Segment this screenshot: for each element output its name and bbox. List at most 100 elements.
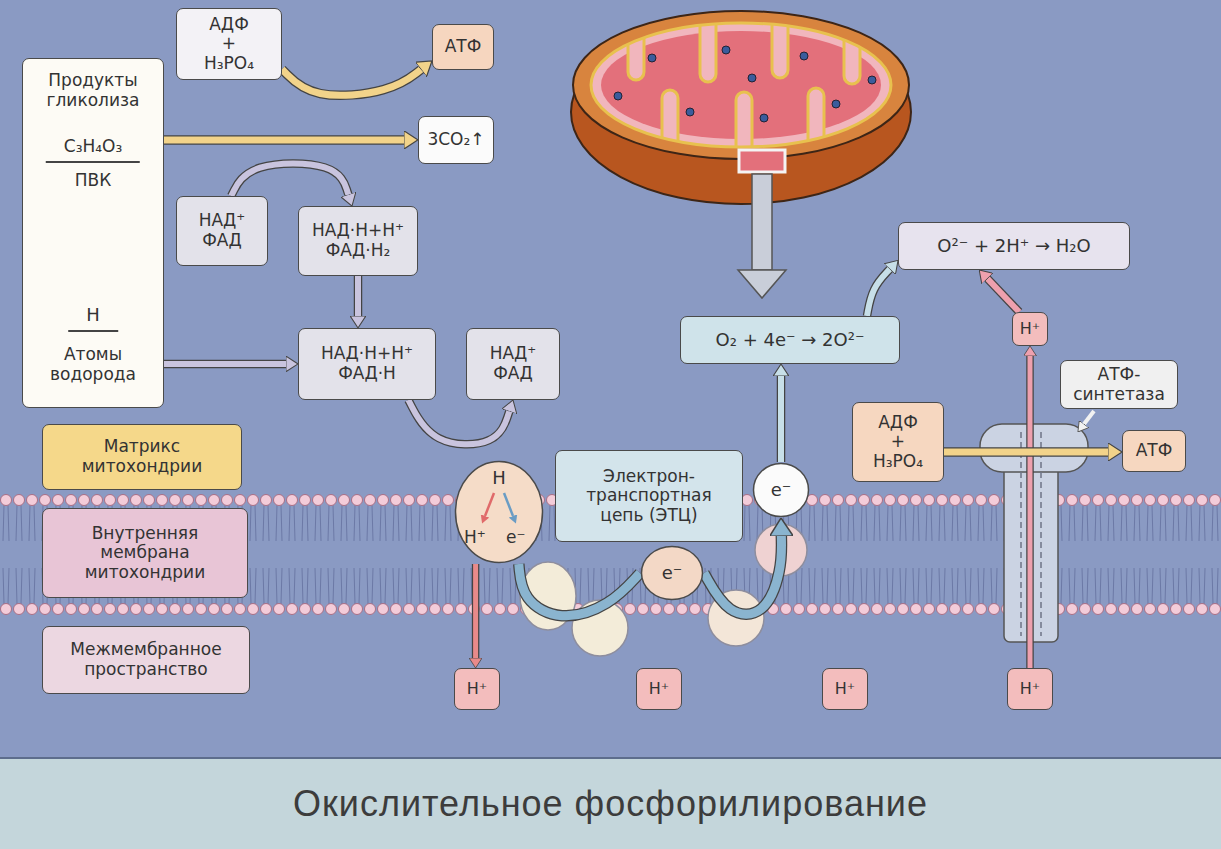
lipid-tails — [1173, 505, 1179, 604]
node-text: e⁻ — [506, 528, 525, 548]
granule — [686, 108, 694, 116]
lipid-head — [430, 495, 441, 506]
lipid-tails — [380, 505, 386, 604]
lipid-head — [482, 604, 493, 615]
lipid-head — [66, 495, 77, 506]
caption-band: Окислительное фосфорилирование — [0, 757, 1221, 849]
mito-interior — [591, 10, 891, 172]
connector — [944, 449, 1108, 456]
lipid-head — [846, 495, 857, 506]
lipid-head — [1145, 604, 1156, 615]
caption: Окислительное фосфорилирование — [293, 783, 928, 825]
mito-body — [571, 20, 911, 204]
lipid-tails — [1069, 505, 1075, 604]
lipid-head — [300, 604, 311, 615]
connector-outline — [164, 360, 286, 369]
node-text: e⁻ — [662, 563, 683, 584]
lipid-head — [1132, 604, 1143, 615]
lipid-tails — [1186, 505, 1192, 604]
lipid-head — [235, 604, 246, 615]
lipid-head — [1093, 495, 1104, 506]
node-text: АТФ — [445, 37, 482, 57]
node-text: H⁺ — [1020, 320, 1040, 338]
lipid-head — [898, 604, 909, 615]
lipid-head — [833, 604, 844, 615]
lipid-head — [417, 604, 428, 615]
lipid-tails — [1108, 505, 1114, 604]
lipid-head — [651, 604, 662, 615]
lipid-tails — [1212, 505, 1218, 604]
lipid-tails — [302, 505, 308, 604]
lipid-head — [1158, 495, 1169, 506]
lipid-tails — [874, 505, 880, 604]
node-text: НАД⁺ ФАД — [199, 211, 246, 250]
lipid-head — [14, 495, 25, 506]
lipid-tails — [744, 505, 750, 604]
connector-outline — [282, 69, 421, 95]
node-text: H⁺ — [1020, 680, 1040, 698]
enzyme-label-box: АТФ- синтетаза — [1060, 360, 1178, 409]
lipid-head — [625, 604, 636, 615]
lipid-head — [53, 604, 64, 615]
lipid-head — [144, 604, 155, 615]
lipid-head — [781, 604, 792, 615]
lipid-tails — [952, 505, 958, 604]
lipid-head — [833, 495, 844, 506]
lipid-head — [1171, 604, 1182, 615]
granule — [748, 74, 756, 82]
lipid-head — [1080, 495, 1091, 506]
connector-outline — [777, 376, 786, 462]
circle-outline — [754, 464, 809, 517]
connector-outline — [867, 269, 890, 316]
node-text: АТФ- синтетаза — [1073, 365, 1165, 404]
lipid-head — [365, 495, 376, 506]
lipid-head — [1197, 604, 1208, 615]
lipid-head — [443, 604, 454, 615]
lipid-head — [14, 604, 25, 615]
node-text: АДФ + H₃PO₄ — [873, 413, 923, 472]
chain-label-box: Электрон- транспортная цепь (ЭТЦ) — [555, 450, 743, 542]
lipid-head — [937, 495, 948, 506]
lipid-head — [872, 604, 883, 615]
lipid-head — [131, 495, 142, 506]
lipid-head — [326, 604, 337, 615]
lipid-head — [1119, 604, 1130, 615]
node-text: Межмембранное пространство — [70, 640, 221, 679]
lipid-head — [859, 495, 870, 506]
lipid-head — [963, 495, 974, 506]
lipid-head — [911, 604, 922, 615]
lipid-head — [859, 604, 870, 615]
zoom-arrow — [738, 174, 786, 298]
lipid-head — [222, 495, 233, 506]
lipid-tails — [1147, 505, 1153, 604]
connector — [231, 163, 348, 196]
zoom-arrow-stem — [752, 174, 772, 270]
connector-outline — [354, 276, 363, 316]
lipid-tails — [1160, 505, 1166, 604]
lipid-head — [313, 495, 324, 506]
lipid-head — [1080, 604, 1091, 615]
lipid-head — [1184, 495, 1195, 506]
lipid-head — [365, 604, 376, 615]
connector-outline — [704, 536, 782, 614]
synthase-channel — [1040, 432, 1042, 636]
node-text: Матрикс митохондрии — [82, 437, 202, 476]
product-box: АТФ — [1122, 430, 1186, 472]
lipid-tails — [1095, 505, 1101, 604]
lipid-head — [352, 495, 363, 506]
connector-outline — [519, 564, 640, 616]
lipid-tails — [978, 505, 984, 604]
node-text: Продукты гликолиза — [47, 71, 140, 110]
lipid-head — [326, 495, 337, 506]
connector — [473, 564, 478, 658]
proton-box: H⁺ — [822, 668, 868, 710]
crista — [772, 10, 788, 78]
connector — [519, 564, 640, 616]
granule — [648, 54, 656, 62]
lipid-head — [794, 604, 805, 615]
lipid-head — [976, 604, 987, 615]
connector-group — [867, 269, 890, 316]
connector-group — [519, 564, 640, 616]
granule — [760, 114, 768, 122]
lipid-head — [924, 604, 935, 615]
